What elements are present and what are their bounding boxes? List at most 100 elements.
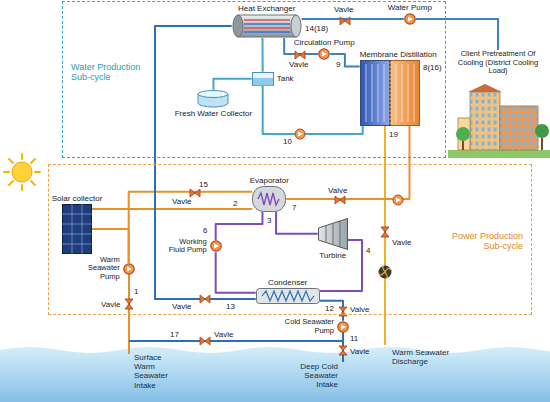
label-holder: 13	[226, 302, 235, 311]
client-label: Client Pretreatment Of Cooling (District…	[452, 50, 544, 76]
label-holder: 6	[203, 226, 207, 235]
condenser: Condenser	[256, 278, 320, 304]
component-label: Condenser	[268, 278, 307, 287]
membrane-distillation-unit: Membrane Distillation	[360, 50, 437, 126]
state-number: 7	[292, 203, 296, 212]
pipe-connector	[263, 86, 363, 134]
label-holder: Vavle	[172, 197, 191, 206]
turbine-symbol	[318, 218, 348, 250]
flow-label: Warm Seawater Discharge	[392, 348, 454, 366]
label-holder: 2	[233, 199, 237, 208]
label-holder: Vavle	[350, 347, 369, 356]
pipe-connector	[216, 212, 263, 240]
label-holder: 4	[366, 246, 370, 255]
pipe-connector	[213, 79, 251, 90]
tank: Tank	[252, 72, 294, 86]
component-label: Fresh Water Collector	[175, 109, 253, 118]
valve-label: Vavle	[350, 347, 369, 356]
valve-label: Vavle	[172, 302, 191, 311]
pump: Water Pump	[388, 3, 432, 25]
pipe-connector	[320, 240, 362, 291]
label-holder: 8(16)	[423, 63, 442, 72]
label-holder: 17	[170, 330, 179, 339]
valve-label: Vavle	[334, 5, 353, 14]
label-holder: 14(18)	[305, 24, 328, 33]
valve-label: Vavle	[392, 238, 411, 247]
state-number: 12	[325, 304, 334, 313]
label-holder: Surface Warm Seawater Intake	[134, 353, 180, 390]
label-holder: Vavle	[172, 302, 191, 311]
turbine: Turbine	[318, 218, 348, 260]
component-label: Water Pump	[388, 3, 432, 12]
pump-symbol	[404, 13, 416, 25]
label-holder: Vavle	[289, 60, 308, 69]
pump: Cold Seawater Pump	[280, 318, 349, 335]
pipe-connector	[416, 19, 498, 50]
label-holder: Valve	[350, 305, 369, 314]
component-label: Turbine	[319, 251, 346, 260]
valve-label: Vavle	[172, 197, 191, 206]
pipe-connector	[261, 38, 263, 72]
flow-label: Deep Cold Seawater Intake	[290, 362, 338, 390]
pipe-connector	[276, 212, 318, 234]
pipe-connector	[302, 18, 404, 20]
flow-label: Surface Warm Seawater Intake	[134, 353, 180, 390]
label-holder: Valve	[328, 186, 347, 195]
state-number: 8(16)	[423, 63, 442, 72]
component-label: Circulation Pump	[294, 38, 355, 47]
state-number: 11	[350, 334, 358, 343]
component-label: Heat Exchanger	[238, 4, 295, 13]
city-illustration	[448, 84, 550, 158]
state-number: 10	[283, 137, 292, 146]
pipe-connector	[129, 192, 253, 263]
water-collector: Fresh Water Collector	[175, 90, 253, 118]
label-holder: 19	[389, 130, 398, 139]
fan-symbol	[379, 266, 392, 279]
valve-label: Vavle	[101, 300, 120, 309]
region-title: Power Production Sub-cycle	[443, 231, 523, 252]
label-holder: 12	[325, 304, 334, 313]
evaporator: Evaporator	[250, 176, 289, 212]
label-holder: 7	[292, 203, 296, 212]
label-holder: 3	[267, 216, 271, 225]
he-symbol	[232, 14, 302, 38]
subcycle-region: Water Production Sub-cycle Heat Exchanger…	[62, 1, 446, 158]
region-title: Water Production Sub-cycle	[71, 62, 151, 83]
fwc-symbol	[197, 90, 229, 108]
pump-symbol	[318, 48, 330, 60]
pump-symbol	[123, 263, 135, 275]
state-number: 6	[203, 226, 207, 235]
pipe-connector	[92, 208, 252, 210]
pump-symbol	[210, 240, 222, 252]
component-label: Working Fluid Pump	[165, 238, 207, 255]
label-holder: Vavle	[334, 5, 353, 14]
state-number: 3	[267, 216, 271, 225]
label-holder: Vavle	[214, 330, 233, 339]
label-holder: Deep Cold Seawater Intake	[290, 362, 338, 390]
state-number: 4	[366, 246, 370, 255]
pump-symbol	[337, 321, 349, 333]
tank-symbol	[252, 72, 274, 86]
valve-label: Vavle	[214, 330, 233, 339]
state-number: 1	[134, 287, 138, 296]
label-holder: Vavle	[392, 238, 411, 247]
md-symbol	[360, 60, 420, 126]
component-label: Cold Seawater Pump	[280, 318, 334, 335]
pipe-connector	[330, 54, 360, 67]
valve-label: Valve	[328, 186, 347, 195]
sea	[0, 347, 550, 402]
pipe-lines	[129, 116, 385, 362]
pump: Working Fluid Pump	[165, 238, 222, 255]
solar-collector: Solar collector	[52, 194, 103, 254]
state-number: 17	[170, 330, 179, 339]
valve-label: Valve	[350, 305, 369, 314]
evap-symbol	[252, 186, 286, 212]
state-number: 19	[389, 130, 398, 139]
component-label: Tank	[277, 74, 294, 83]
valve-symbol	[125, 17, 389, 355]
component-label: Warm Seawater Pump	[84, 256, 120, 282]
heat-exchanger: Heat Exchanger	[232, 4, 302, 38]
valve-label: Vavle	[289, 60, 308, 69]
label-holder: Warm Seawater Discharge	[392, 348, 454, 366]
label-holder: 1	[134, 287, 138, 296]
